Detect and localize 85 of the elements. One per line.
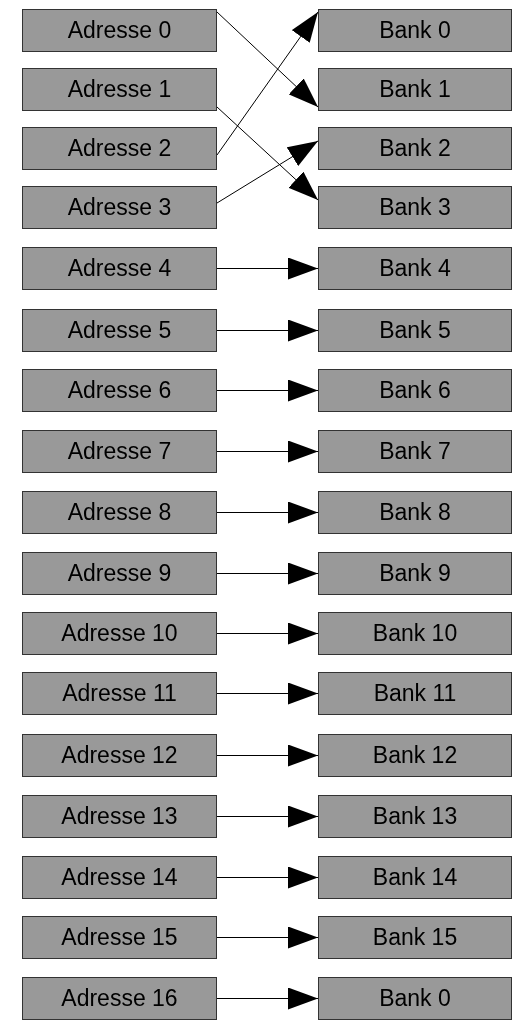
arrow xyxy=(216,140,319,204)
bank-box xyxy=(318,9,512,52)
bank-box xyxy=(318,795,512,838)
node-label: Adresse 14 xyxy=(61,864,178,891)
bank-box xyxy=(318,68,512,111)
node-label: Bank 2 xyxy=(379,135,451,162)
arrow xyxy=(216,257,319,280)
arrow xyxy=(216,501,319,524)
node-label: Adresse 13 xyxy=(61,803,178,830)
node-label: Bank 1 xyxy=(379,76,451,103)
address-box xyxy=(22,430,217,473)
node-label: Adresse 3 xyxy=(67,194,172,221)
node-label: Adresse 8 xyxy=(67,499,172,526)
node-label: Bank 12 xyxy=(372,742,458,769)
address-box xyxy=(22,734,217,777)
address-box xyxy=(22,612,217,655)
bank-box xyxy=(318,734,512,777)
address-box xyxy=(22,552,217,595)
arrow xyxy=(216,866,319,889)
address-box xyxy=(22,916,217,959)
node-label: Bank 11 xyxy=(373,680,457,707)
node-label: Bank 8 xyxy=(379,499,451,526)
address-box xyxy=(22,795,217,838)
arrow xyxy=(216,319,319,342)
node-label: Bank 5 xyxy=(379,317,451,344)
node-label: Bank 6 xyxy=(379,377,451,404)
arrow xyxy=(216,11,319,108)
address-box xyxy=(22,9,217,52)
node-label: Adresse 0 xyxy=(67,17,172,44)
node-label: Adresse 5 xyxy=(67,317,172,344)
node-label: Bank 15 xyxy=(372,924,458,951)
bank-box xyxy=(318,916,512,959)
arrow xyxy=(216,11,319,156)
address-box xyxy=(22,309,217,352)
bank-box xyxy=(318,552,512,595)
node-label: Adresse 15 xyxy=(61,924,178,951)
arrow xyxy=(216,805,319,828)
address-box xyxy=(22,856,217,899)
bank-box xyxy=(318,186,512,229)
bank-box xyxy=(318,127,512,170)
bank-box xyxy=(318,430,512,473)
node-label: Bank 3 xyxy=(379,194,451,221)
address-box xyxy=(22,977,217,1020)
address-box xyxy=(22,672,217,715)
bank-box xyxy=(318,491,512,534)
address-box xyxy=(22,68,217,111)
address-box xyxy=(22,247,217,290)
bank-box xyxy=(318,856,512,899)
node-label: Adresse 11 xyxy=(62,680,177,707)
arrow xyxy=(216,379,319,402)
node-label: Adresse 1 xyxy=(67,76,172,103)
address-box xyxy=(22,186,217,229)
arrow xyxy=(216,562,319,585)
node-label: Adresse 6 xyxy=(67,377,172,404)
address-box xyxy=(22,369,217,412)
node-label: Adresse 2 xyxy=(67,135,172,162)
address-box xyxy=(22,491,217,534)
bank-box xyxy=(318,247,512,290)
node-label: Bank 10 xyxy=(372,620,458,647)
arrow xyxy=(216,682,319,705)
arrow xyxy=(216,926,319,949)
bank-box xyxy=(318,369,512,412)
node-label: Adresse 16 xyxy=(61,985,178,1012)
bank-box xyxy=(318,309,512,352)
arrow xyxy=(216,744,319,767)
arrow xyxy=(216,440,319,463)
node-label: Adresse 7 xyxy=(67,438,172,465)
node-label: Bank 0 xyxy=(379,985,451,1012)
node-label: Adresse 10 xyxy=(61,620,178,647)
node-label: Adresse 12 xyxy=(61,742,178,769)
node-label: Adresse 4 xyxy=(67,255,172,282)
address-box xyxy=(22,127,217,170)
node-label: Adresse 9 xyxy=(67,560,172,587)
arrow xyxy=(216,106,319,201)
bank-box xyxy=(318,612,512,655)
arrow xyxy=(216,987,319,1010)
node-label: Bank 9 xyxy=(379,560,451,587)
node-label: Bank 13 xyxy=(372,803,458,830)
bank-box xyxy=(318,672,512,715)
node-label: Bank 7 xyxy=(379,438,451,465)
node-label: Bank 4 xyxy=(379,255,451,282)
bank-box xyxy=(318,977,512,1020)
node-label: Bank 0 xyxy=(379,17,451,44)
arrow xyxy=(216,622,319,645)
node-label: Bank 14 xyxy=(372,864,458,891)
